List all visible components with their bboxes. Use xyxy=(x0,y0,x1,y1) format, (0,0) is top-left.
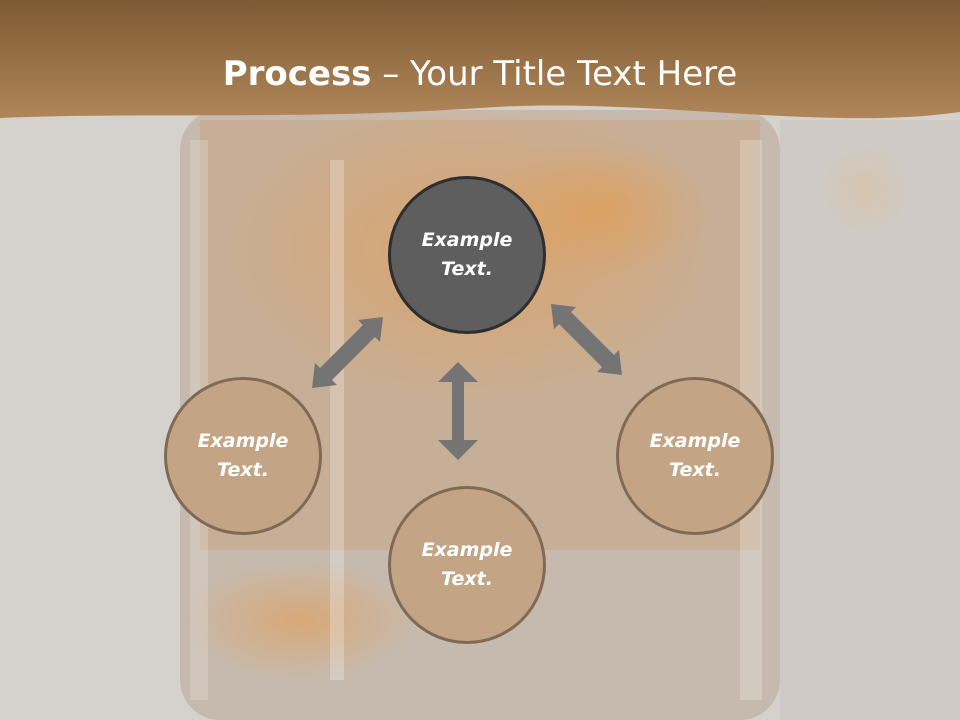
title-rest: – Your Title Text Here xyxy=(371,54,738,94)
double-arrow-vertical xyxy=(438,362,478,460)
process-node-left: Example Text. xyxy=(164,377,322,535)
process-node-right: Example Text. xyxy=(616,377,774,535)
process-node-top: Example Text. xyxy=(388,176,546,334)
node-top-text: Example Text. xyxy=(421,229,513,280)
node-bottom-text: Example Text. xyxy=(421,539,513,590)
double-arrow-top-right xyxy=(551,304,622,375)
slide-title: Process – Your Title Text Here xyxy=(0,52,960,96)
node-right-text: Example Text. xyxy=(649,430,741,481)
process-node-bottom: Example Text. xyxy=(388,486,546,644)
double-arrow-top-left xyxy=(312,317,383,388)
node-left-text: Example Text. xyxy=(197,430,289,481)
title-bold: Process xyxy=(222,54,372,94)
